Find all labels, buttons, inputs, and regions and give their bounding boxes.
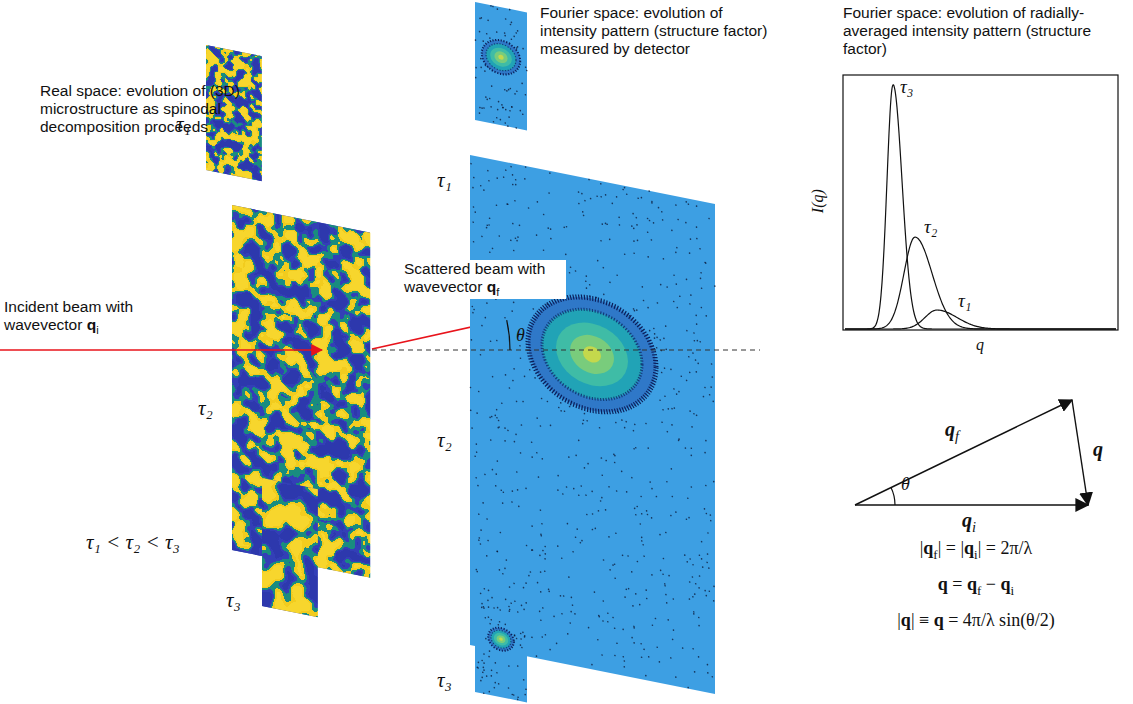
- formula: q = qf − qi: [938, 574, 1014, 598]
- time-label: τ₃: [437, 668, 452, 692]
- intensity-curve: [845, 310, 1116, 329]
- intensity-curve: [845, 85, 1116, 329]
- axis-label: I(q): [809, 189, 827, 213]
- optical-axis: [372, 350, 760, 351]
- time-label: τ₃: [226, 588, 241, 612]
- angle-arc: [891, 488, 895, 505]
- microstructure-panel: [262, 478, 317, 617]
- angle-arc: [507, 320, 510, 350]
- time-label: τ₁: [437, 168, 452, 192]
- plot-frame: [843, 75, 1118, 330]
- time-label: τ₂: [198, 396, 213, 420]
- curve-label: τ₁: [958, 290, 971, 312]
- intensity-plot: [843, 75, 1118, 330]
- vector-diagram: [855, 400, 1088, 505]
- vector-arrow: [1072, 400, 1088, 505]
- axis-label: q: [976, 336, 984, 354]
- vector-arrow: [855, 504, 1088, 505]
- angle-label: θ: [516, 325, 525, 346]
- panel-caption: Fourier space: evolution of intensity pa…: [540, 4, 780, 57]
- vector-label: q: [1093, 438, 1103, 461]
- detector-panels: [470, 2, 716, 703]
- curve-label: τ₃: [900, 76, 913, 98]
- beam-label: Scattered beam with wavevector qf: [402, 260, 566, 299]
- panel-caption: Real space: evolution of (3D) microstruc…: [40, 82, 262, 135]
- detector-pattern: [475, 592, 527, 703]
- time-label: τ₂: [437, 428, 452, 452]
- vector-label: qi: [962, 509, 976, 536]
- angle-label: θ: [901, 474, 910, 495]
- beam-label: Incident beam with wavevector qi: [4, 298, 179, 337]
- detector-pattern: [475, 2, 528, 131]
- vector-arrow: [855, 400, 1072, 505]
- formula: |qf| = |qi| = 2π/λ: [920, 538, 1033, 562]
- real-space-panels: [206, 45, 370, 617]
- intensity-curve: [845, 237, 1116, 329]
- incident-beam: [0, 349, 322, 351]
- panel-caption: Fourier space: evolution of radially-ave…: [843, 4, 1129, 57]
- time-label: τ₁: [176, 112, 191, 136]
- time-order: τ₁ < τ₂ < τ₃: [86, 530, 180, 554]
- vector-label: qf: [945, 418, 959, 445]
- curve-label: τ₂: [924, 216, 937, 238]
- formula: |q| ≡ q = 4π/λ sin(θ/2): [897, 610, 1055, 631]
